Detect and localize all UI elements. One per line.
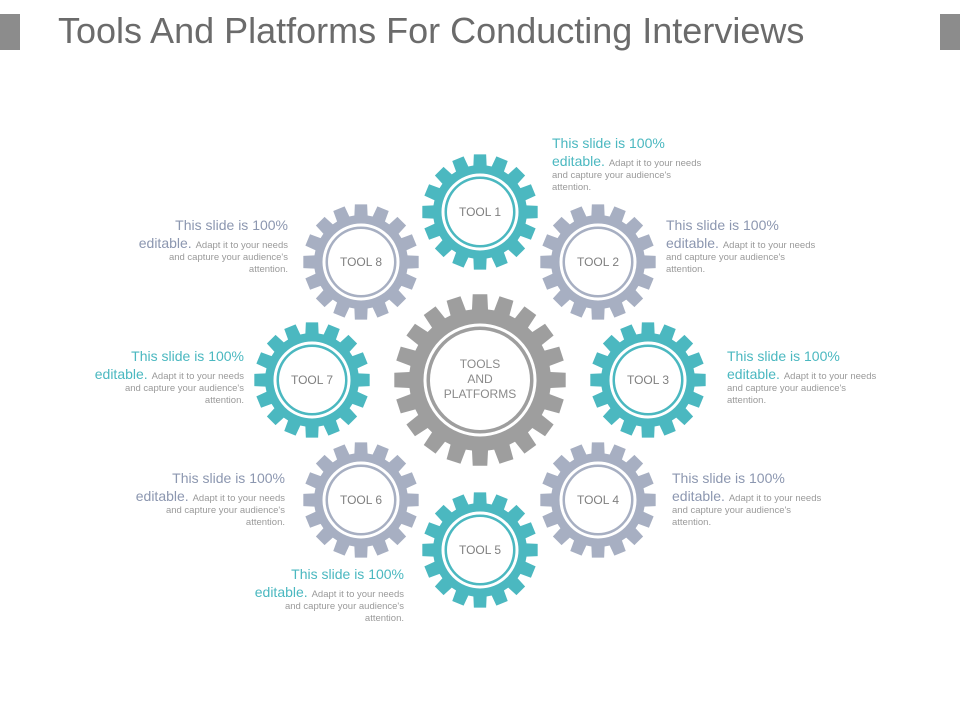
title-accent-bar-right bbox=[940, 14, 960, 50]
callout-body: attention. bbox=[245, 517, 285, 528]
callout-body: and capture your audience's bbox=[284, 601, 404, 612]
gear-ring bbox=[441, 173, 519, 251]
gear-tool-2: TOOL 2 bbox=[540, 204, 656, 320]
callout-heading: This slide is 100% bbox=[727, 348, 840, 364]
callout-tool-4: This slide is 100% editable. Adapt it to … bbox=[672, 469, 842, 529]
callout-body: Adapt it to your needs bbox=[151, 371, 244, 382]
center-gear-label: PLATFORMS bbox=[444, 387, 516, 401]
callout-body: and capture your audience's bbox=[672, 505, 792, 516]
callout-heading-editable: editable. bbox=[254, 584, 308, 600]
callout-body: attention. bbox=[248, 264, 288, 275]
gear-label: TOOL 3 bbox=[627, 373, 669, 387]
callout-heading: This slide is 100% bbox=[552, 135, 665, 151]
gear-hub bbox=[565, 229, 631, 295]
gear-hub bbox=[565, 467, 631, 533]
gear-hub bbox=[447, 517, 513, 583]
gear-ring bbox=[273, 341, 351, 419]
callout-body: Adapt it to your needs bbox=[311, 589, 404, 600]
callout-body: and capture your audience's bbox=[552, 170, 672, 181]
gear-hub bbox=[447, 179, 513, 245]
gear-tool-1: TOOL 1 bbox=[422, 154, 538, 270]
callout-heading-editable: editable. bbox=[727, 366, 780, 382]
callout-heading-editable: editable. bbox=[138, 235, 192, 251]
callout-heading-editable: editable. bbox=[552, 153, 605, 169]
gear-hub bbox=[328, 467, 394, 533]
callout-body: attention. bbox=[204, 395, 244, 406]
callout-tool-2: This slide is 100% editable. Adapt it to … bbox=[666, 216, 836, 276]
callout-tool-1: This slide is 100% editable. Adapt it to … bbox=[552, 134, 722, 194]
gear-label: TOOL 2 bbox=[577, 255, 619, 269]
callout-body: Adapt it to your needs bbox=[192, 493, 285, 504]
callout-tool-8: This slide is 100% editable. Adapt it to … bbox=[118, 216, 288, 276]
center-gear-hub bbox=[430, 330, 530, 430]
callout-body: Adapt it to your needs bbox=[722, 240, 816, 251]
center-gear-ring bbox=[423, 323, 537, 437]
callout-body: Adapt it to your needs bbox=[783, 371, 877, 382]
gear-ring bbox=[609, 341, 687, 419]
page-title: Tools And Platforms For Conducting Inter… bbox=[58, 10, 805, 51]
gear-tool-6: TOOL 6 bbox=[303, 442, 419, 558]
gear-tool-5: TOOL 5 bbox=[422, 492, 538, 608]
gear-tool-4: TOOL 4 bbox=[540, 442, 656, 558]
callout-body: attention. bbox=[727, 395, 767, 406]
callout-body: and capture your audience's bbox=[165, 505, 285, 516]
callout-tool-6: This slide is 100% editable. Adapt it to … bbox=[115, 469, 285, 529]
gear-hub bbox=[279, 347, 345, 413]
callout-body: and capture your audience's bbox=[168, 252, 288, 263]
callout-heading-editable: editable. bbox=[666, 235, 719, 251]
callout-body: and capture your audience's bbox=[666, 252, 786, 263]
callout-body: attention. bbox=[364, 613, 404, 624]
gear-ring bbox=[322, 223, 400, 301]
callout-body: and capture your audience's bbox=[124, 383, 244, 394]
center-gear-label: AND bbox=[467, 372, 493, 386]
callout-heading: This slide is 100% bbox=[672, 470, 785, 486]
callout-heading: This slide is 100% bbox=[666, 217, 779, 233]
gear-ring bbox=[559, 223, 637, 301]
callout-body: attention. bbox=[672, 517, 712, 528]
callout-heading: This slide is 100% bbox=[291, 566, 404, 582]
callout-body: Adapt it to your needs bbox=[195, 240, 288, 251]
gear-hub bbox=[328, 229, 394, 295]
callout-heading-editable: editable. bbox=[135, 488, 189, 504]
callout-tool-5: This slide is 100% editable. Adapt it to … bbox=[234, 565, 404, 625]
callout-tool-3: This slide is 100% editable. Adapt it to … bbox=[727, 347, 897, 407]
gear-hub bbox=[615, 347, 681, 413]
callout-body: attention. bbox=[552, 182, 592, 193]
callout-heading-editable: editable. bbox=[672, 488, 725, 504]
callout-body: attention. bbox=[666, 264, 706, 275]
callout-body: Adapt it to your needs bbox=[608, 158, 702, 169]
callout-heading: This slide is 100% bbox=[172, 470, 285, 486]
gear-ring bbox=[441, 511, 519, 589]
gear-label: TOOL 4 bbox=[577, 493, 619, 507]
gear-label: TOOL 8 bbox=[340, 255, 382, 269]
gear-tool-7: TOOL 7 bbox=[254, 322, 370, 438]
callout-heading: This slide is 100% bbox=[131, 348, 244, 364]
gear-tool-8: TOOL 8 bbox=[303, 204, 419, 320]
gear-tool-3: TOOL 3 bbox=[590, 322, 706, 438]
gear-label: TOOL 5 bbox=[459, 543, 501, 557]
title-accent-bar-left bbox=[0, 14, 20, 50]
callout-tool-7: This slide is 100% editable. Adapt it to … bbox=[74, 347, 244, 407]
gear-label: TOOL 1 bbox=[459, 205, 501, 219]
gear-ring bbox=[322, 461, 400, 539]
center-gear-label: TOOLS bbox=[460, 357, 500, 371]
callout-heading-editable: editable. bbox=[94, 366, 148, 382]
gear-ring bbox=[559, 461, 637, 539]
callout-heading: This slide is 100% bbox=[175, 217, 288, 233]
callout-body: Adapt it to your needs bbox=[728, 493, 822, 504]
gear-label: TOOL 7 bbox=[291, 373, 333, 387]
callout-body: and capture your audience's bbox=[727, 383, 847, 394]
gear-label: TOOL 6 bbox=[340, 493, 382, 507]
